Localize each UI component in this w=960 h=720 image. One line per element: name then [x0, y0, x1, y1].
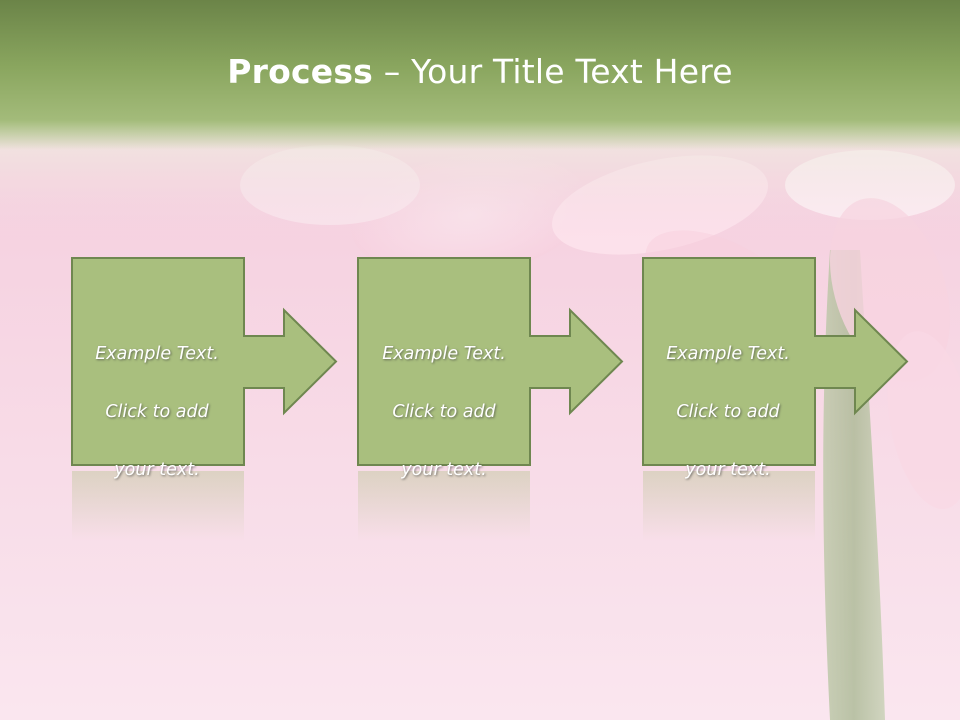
- process-step-3-reflection: [643, 471, 815, 541]
- process-step-2-shape[interactable]: [357, 257, 624, 466]
- title-bold: Process: [227, 52, 374, 91]
- step-2-line-1: Example Text.: [382, 344, 506, 364]
- process-step-3-shape[interactable]: [642, 257, 909, 466]
- step-2-line-3: your text.: [401, 460, 487, 480]
- step-3-line-2: Click to add: [676, 402, 780, 422]
- process-step-1-reflection: [72, 471, 244, 541]
- step-3-text[interactable]: Example Text. Click to add your text.: [643, 311, 813, 514]
- process-step-1-shape[interactable]: [71, 257, 338, 466]
- step-1-line-1: Example Text.: [95, 344, 219, 364]
- step-1-line-3: your text.: [114, 460, 200, 480]
- step-1-text[interactable]: Example Text. Click to add your text.: [72, 311, 242, 514]
- step-2-text[interactable]: Example Text. Click to add your text.: [359, 311, 529, 514]
- step-2-line-2: Click to add: [392, 402, 496, 422]
- step-1-line-2: Click to add: [105, 402, 209, 422]
- title-bar: [0, 0, 960, 150]
- slide-title[interactable]: Process – Your Title Text Here: [0, 52, 960, 91]
- title-rest: – Your Title Text Here: [373, 52, 733, 91]
- process-step-2-reflection: [358, 471, 530, 541]
- step-3-line-3: your text.: [685, 460, 771, 480]
- step-3-line-1: Example Text.: [666, 344, 790, 364]
